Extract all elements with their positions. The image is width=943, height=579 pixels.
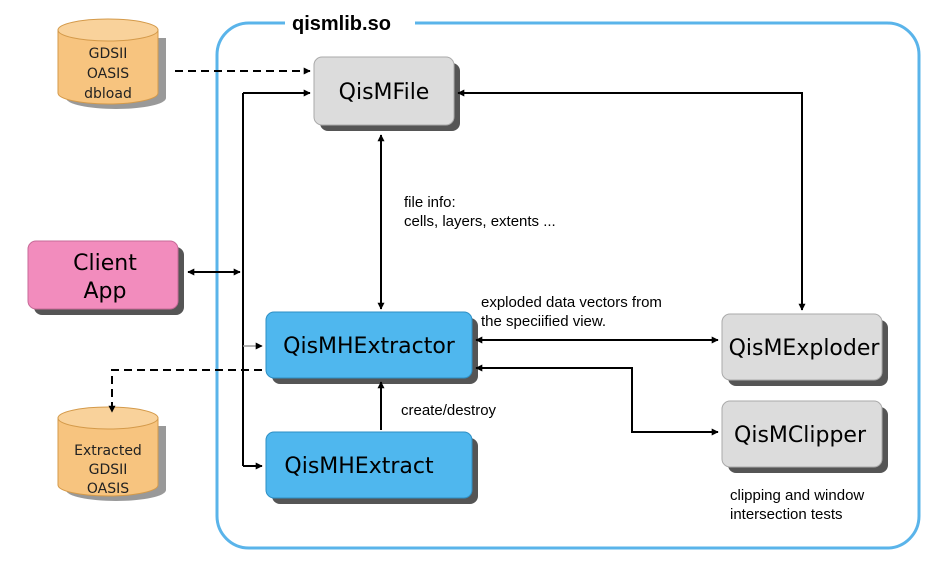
input-line-2: OASIS [87,66,129,82]
input-files-cylinder: GDSII OASIS dbload [57,18,166,109]
library-container [215,21,921,550]
client-line-2: App [84,279,127,304]
qismhextractor-box: QisMHExtractor [265,311,478,384]
extractor-clipper-arrow [475,364,719,436]
library-title: qismlib.so [292,13,391,35]
output-line-3: OASIS [87,481,129,497]
output-files-cylinder: Extracted GDSII OASIS [57,406,166,501]
qismhextract-label: QisMHExtract [284,454,434,479]
client-app-box: Client App [27,240,184,315]
qismexploder-label: QisMExploder [729,336,881,361]
qismclipper-box: QisMClipper [721,400,888,473]
output-line-1: Extracted [74,443,142,459]
extractor-to-output-arrow [108,369,262,413]
qismhextractor-label: QisMHExtractor [283,334,456,359]
library-title-bg [285,10,415,38]
note-clipping-2: intersection tests [730,506,843,523]
note-exploded-2: the speciified view. [481,313,606,330]
output-line-2: GDSII [89,462,128,478]
qismfile-exploder-arrow [457,89,806,311]
qismfile-label: QisMFile [339,80,430,105]
note-file-info-1: file info: [404,194,456,211]
qismfile-box: QisMFile [313,56,460,131]
note-clipping-1: clipping and window [730,487,864,504]
note-file-info-2: cells, layers, extents ... [404,213,556,230]
note-create-destroy: create/destroy [401,402,497,419]
note-exploded-1: exploded data vectors from [481,294,662,311]
input-line-3: dbload [84,86,132,102]
input-line-1: GDSII [89,46,128,62]
qismhextract-box: QisMHExtract [265,431,478,504]
connectors [108,67,806,470]
qismclipper-label: QisMClipper [734,423,867,448]
client-line-1: Client [73,251,137,276]
qismexploder-box: QisMExploder [721,313,888,386]
